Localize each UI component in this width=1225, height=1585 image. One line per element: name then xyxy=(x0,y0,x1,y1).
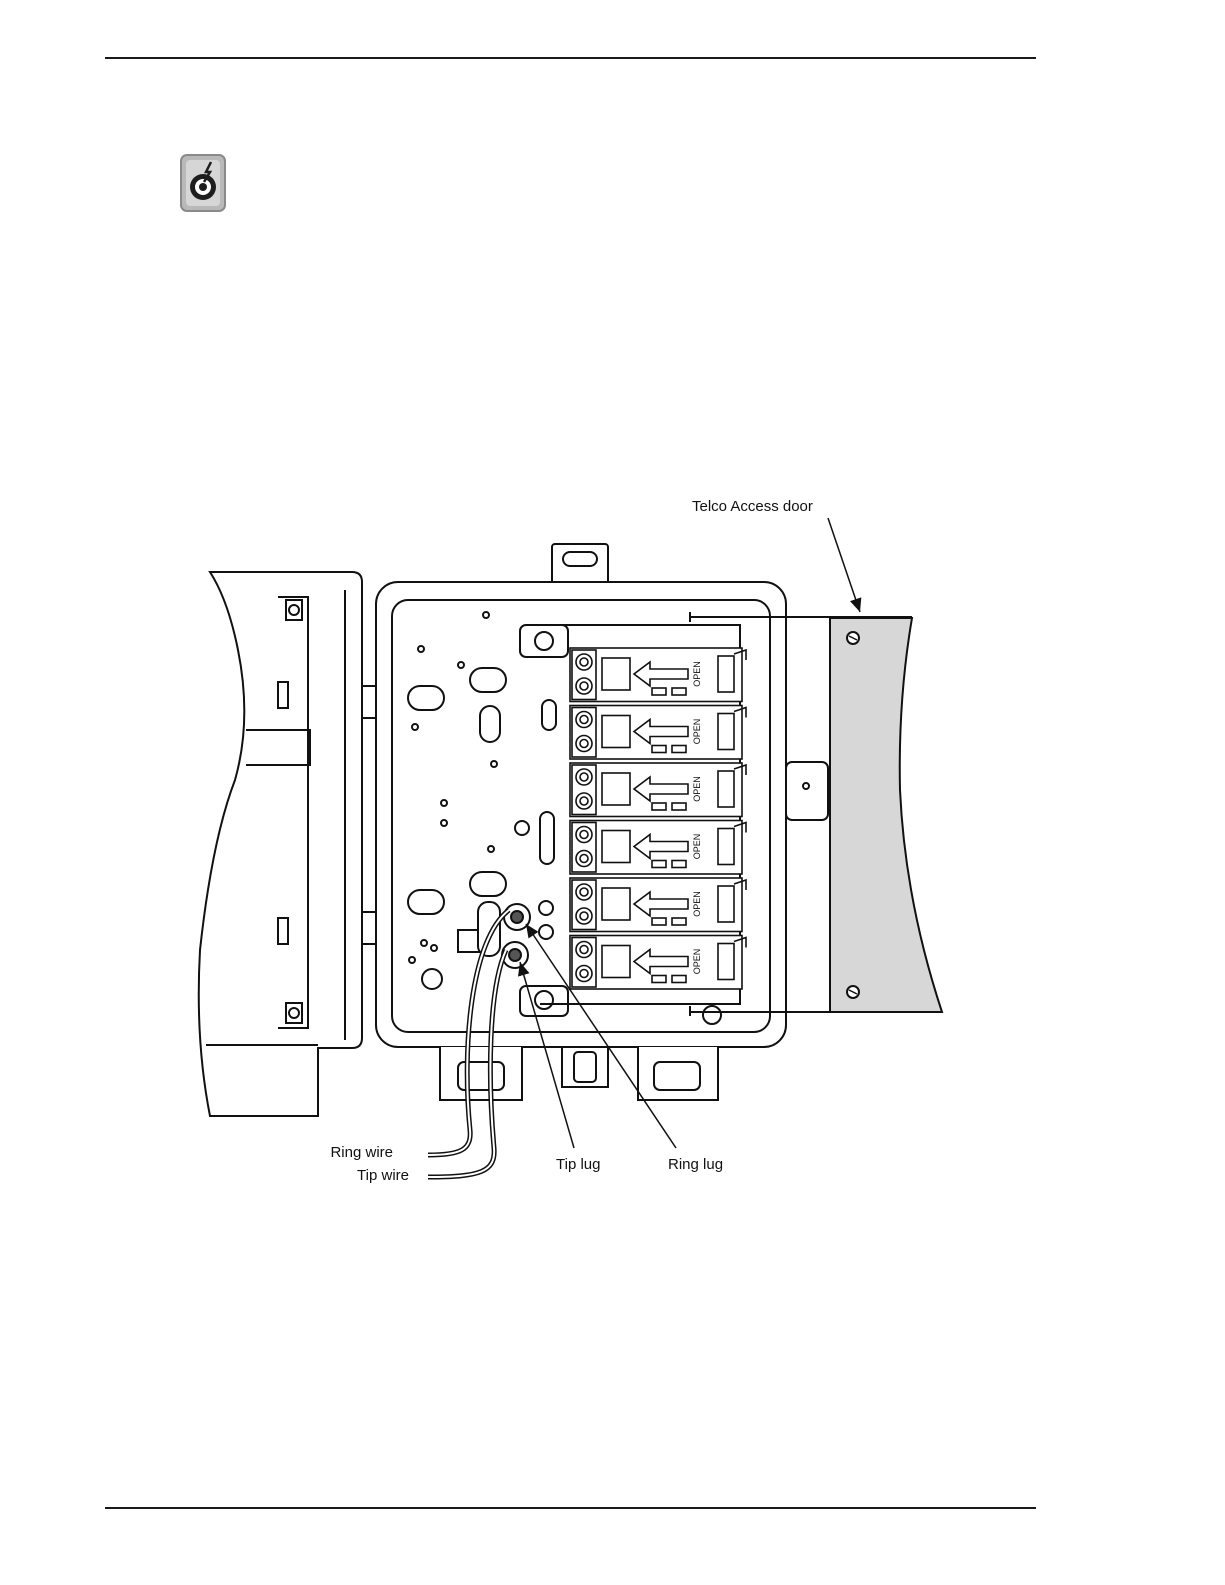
protector-module: OPEN xyxy=(570,706,746,760)
module-open-label: OPEN xyxy=(692,776,702,802)
label-ring-wire: Ring wire xyxy=(330,1144,393,1161)
module-open-label: OPEN xyxy=(692,834,702,860)
enclosure-cover xyxy=(199,572,376,1116)
protector-module: OPEN xyxy=(570,763,746,817)
protector-module: OPEN xyxy=(570,878,746,932)
module-open-label: OPEN xyxy=(692,949,702,975)
protector-module: OPEN xyxy=(570,648,746,702)
label-ring-lug: Ring lug xyxy=(668,1156,723,1173)
label-telco-access-door: Telco Access door xyxy=(692,498,813,515)
protector-module: OPEN xyxy=(570,821,746,875)
footer-rule xyxy=(105,1507,1036,1509)
module-open-label: OPEN xyxy=(692,661,702,687)
module-open-label: OPEN xyxy=(692,719,702,745)
module-open-label: OPEN xyxy=(692,891,702,917)
protector-module: OPEN xyxy=(570,936,746,990)
label-tip-lug: Tip lug xyxy=(556,1156,600,1173)
label-tip-wire: Tip wire xyxy=(357,1167,409,1184)
